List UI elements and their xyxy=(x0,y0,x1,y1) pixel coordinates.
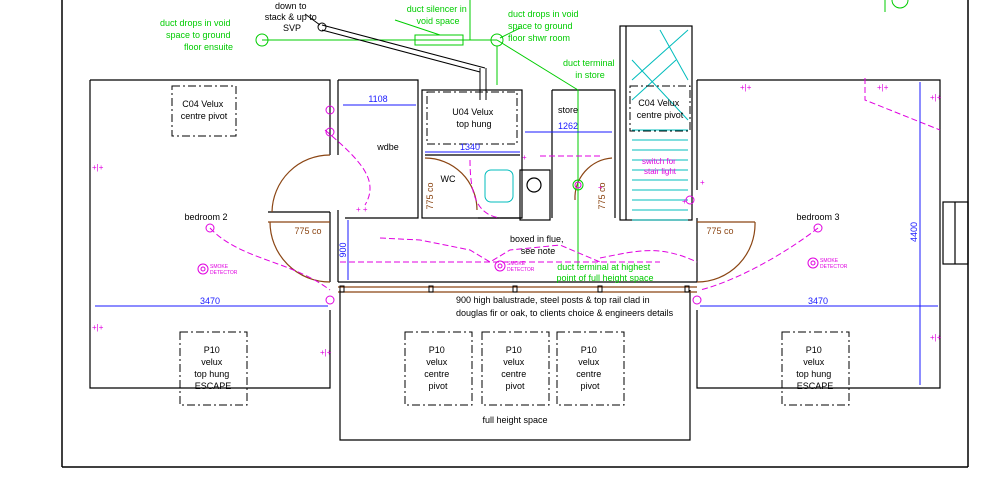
dim-775-store: 775 co xyxy=(597,182,607,209)
dim-4400: 4400 xyxy=(909,222,919,242)
dimension-lines xyxy=(95,82,938,385)
duct-terminal-highest-label: duct terminal at highest point of full h… xyxy=(556,262,653,283)
svg-text:+|+: +|+ xyxy=(930,333,942,342)
full-height-space-label: full height space xyxy=(482,415,547,425)
svg-text:+ +: + + xyxy=(356,205,368,214)
svg-text:+: + xyxy=(522,153,527,162)
window-u04: U04 Velux top hung xyxy=(452,107,496,129)
svg-text:+|+: +|+ xyxy=(740,83,752,92)
dim-1108: 1108 xyxy=(368,94,387,104)
stair xyxy=(631,29,689,221)
room-bedroom-3: bedroom 3 xyxy=(796,212,839,222)
balustrade-posts xyxy=(339,285,690,293)
down-to-stack-label: down to stack & up to SVP xyxy=(265,1,320,33)
room-store: store xyxy=(558,105,578,115)
door-swings xyxy=(268,154,756,283)
svg-text:+|+: +|+ xyxy=(930,93,942,102)
window-c04-right: C04 Velux centre pivot xyxy=(637,98,684,120)
window-frames xyxy=(171,85,850,406)
balustrade-label: 900 high balustrade, steel posts & top r… xyxy=(456,295,674,318)
dim-900: 900 xyxy=(338,242,348,257)
svg-text:+|+: +|+ xyxy=(320,348,332,357)
smoke-detector-left: SMOKE DETECTOR xyxy=(210,264,238,276)
electrical-runs: +|+ +|+ +|+ +|+ +|+ +|+ +|+ + + + + + + xyxy=(92,78,942,357)
smoke-detector-centre: SMOKE DETECTOR xyxy=(507,261,535,273)
switch-stair-label: switch for stair light xyxy=(642,157,678,176)
boxed-flue-label: boxed in flue, see note xyxy=(510,234,566,256)
duct-terminal-store-label: duct terminal in store xyxy=(563,58,617,80)
svg-text:+: + xyxy=(700,178,705,187)
dim-775-wc: 775 co xyxy=(425,182,435,209)
smoke-detector-right: SMOKE DETECTOR xyxy=(820,258,848,270)
duct-drops-shwr-label: duct drops in void space to ground floor… xyxy=(508,9,581,43)
dim-3470-left: 3470 xyxy=(200,296,220,306)
svg-text:+|+: +|+ xyxy=(92,323,104,332)
dim-775-bed2: 775 co xyxy=(294,226,321,236)
svg-text:+: + xyxy=(598,183,603,192)
svg-text:+: + xyxy=(682,197,687,206)
walls xyxy=(89,25,969,441)
dim-1262: 1262 xyxy=(558,121,578,131)
dim-1340: 1340 xyxy=(460,142,480,152)
dim-775-bed3: 775 co xyxy=(706,226,733,236)
room-wc: WC xyxy=(441,174,456,184)
room-bedroom-2: bedroom 2 xyxy=(184,212,227,222)
room-wardrobe: wdbe xyxy=(376,142,399,152)
dim-3470-right: 3470 xyxy=(808,296,828,306)
window-p10-left: P10 velux top hung ESCAPE xyxy=(194,345,232,391)
duct-drops-ensuite-label: duct drops in void space to ground floor… xyxy=(160,18,233,52)
svg-text:+|+: +|+ xyxy=(92,163,104,172)
window-c04-left: C04 Velux centre pivot xyxy=(181,99,228,121)
window-p10-centre-2: P10 velux centre pivot xyxy=(501,345,529,391)
window-p10-centre-1: P10 velux centre pivot xyxy=(424,345,452,391)
svp-pipe xyxy=(304,13,487,100)
window-p10-centre-3: P10 velux centre pivot xyxy=(576,345,604,391)
window-p10-right: P10 velux top hung ESCAPE xyxy=(796,345,834,391)
duct-silencer-label: duct silencer in void space xyxy=(407,4,470,26)
svg-text:+|+: +|+ xyxy=(877,83,889,92)
